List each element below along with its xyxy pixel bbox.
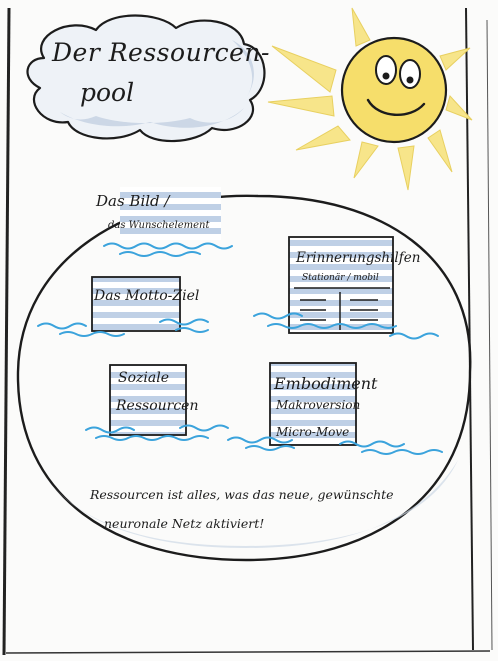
smiling-sun-icon [267, 7, 473, 191]
card-bild [120, 187, 221, 240]
paper-bottom-edge [5, 650, 491, 654]
card-erinnerung-title: Erinnerungshilfen [296, 250, 421, 266]
card-erinnerung-subtitle: Stationär / mobil [302, 273, 379, 283]
card-embodiment-micro: Micro-Move [276, 425, 350, 439]
card-motto [91, 276, 181, 332]
card-sozial-line-1: Soziale [118, 370, 169, 386]
card-embodiment-macro: Makroversion [276, 398, 361, 412]
title-line-1: Der Ressourcen- [52, 38, 270, 67]
card-bild-subtitle: das Wunschelement [108, 220, 210, 231]
title-cloud-icon [26, 14, 266, 143]
card-sozial-line-2: Ressourcen [116, 398, 199, 414]
paper-left-edge [2, 7, 11, 656]
note-line-1: Ressourcen ist alles, was das neue, gewü… [90, 487, 394, 502]
note-line-2: neuronale Netz aktiviert! [104, 516, 265, 531]
card-motto-label: Das Motto-Ziel [94, 288, 200, 304]
card-sozial [109, 364, 187, 436]
title-line-2: pool [80, 78, 135, 107]
card-embodiment-title: Embodiment [274, 374, 378, 393]
paper-right-fold [486, 19, 493, 651]
card-embodiment [269, 362, 357, 446]
card-bild-title: Das Bild / [96, 192, 170, 210]
card-erinnerung [288, 236, 394, 334]
water-waves [37, 242, 443, 455]
